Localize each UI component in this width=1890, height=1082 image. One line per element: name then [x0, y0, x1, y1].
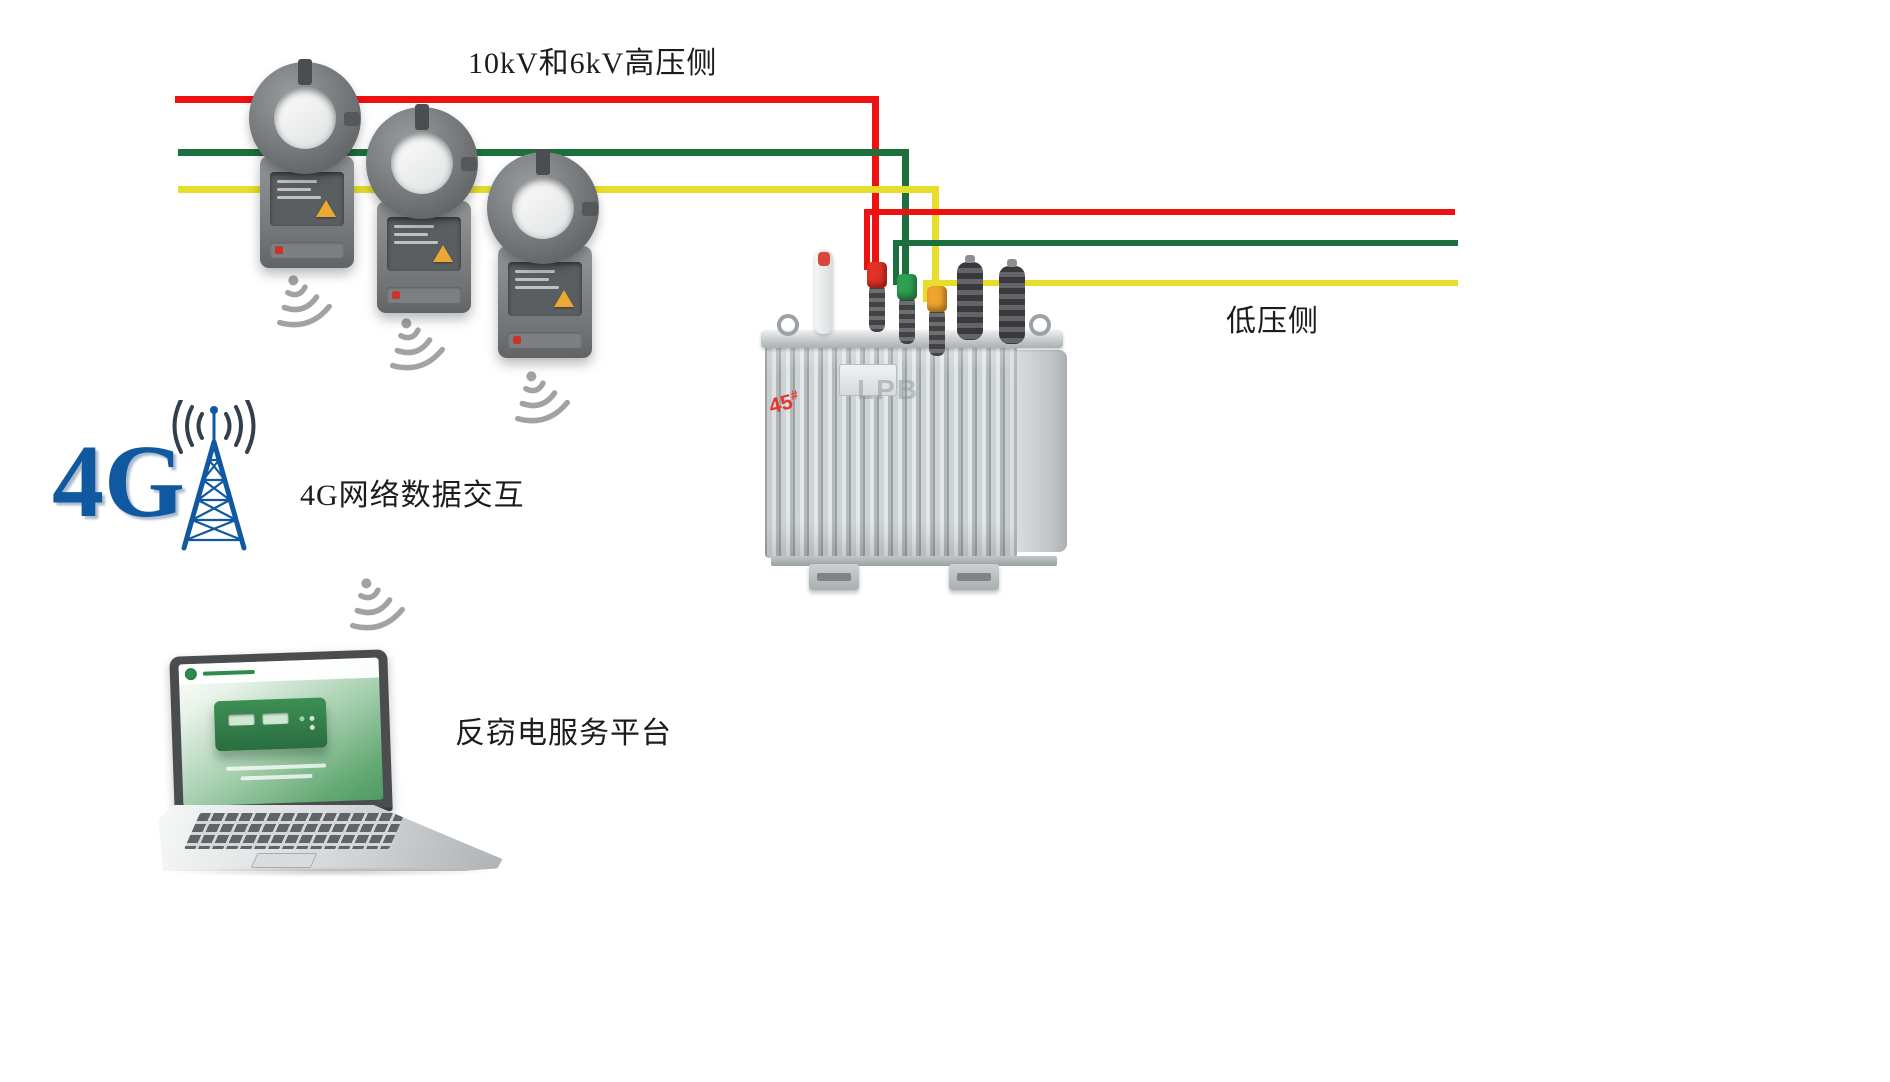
- screen-caption-line: [240, 773, 313, 781]
- breather-tube: [815, 250, 833, 334]
- transformer-side-panel: [1017, 350, 1067, 552]
- wifi-signal-icon: [276, 275, 332, 328]
- lv-wire-red-drop: [864, 209, 870, 270]
- laptop-keyboard: [184, 813, 406, 849]
- sensor-footer-label: [387, 287, 461, 303]
- sensor-footer-label: [508, 332, 582, 348]
- hv-wire-red-horizontal: [175, 96, 879, 103]
- clamp-sensor-3: [486, 149, 604, 360]
- wifi-signal-icon: [389, 318, 445, 371]
- lv-wire-green-drop: [893, 240, 899, 285]
- clamp-sensor-1: [248, 59, 366, 270]
- sensor-text-line: [394, 225, 434, 228]
- sensor-clamp-latch: [582, 202, 598, 216]
- bushing-stem: [869, 284, 885, 332]
- lv-wire-yellow-drop: [923, 280, 929, 302]
- laptop-base: [158, 805, 503, 871]
- sensor-body: [498, 246, 592, 358]
- breather-red-cap: [818, 252, 830, 266]
- lv-wire-red-horizontal: [864, 209, 1455, 215]
- sensor-text-line: [515, 270, 555, 273]
- lifting-lug-icon: [777, 314, 799, 336]
- sensor-text-line: [394, 233, 428, 236]
- network-4g-label: 4G网络数据交互: [300, 479, 525, 512]
- laptop-screen: [169, 649, 393, 819]
- lv-wire-green-horizontal: [893, 240, 1458, 246]
- transformer: 45# LPB: [753, 238, 1083, 598]
- sensor-text-line: [515, 278, 549, 281]
- transformer-nameplate: [839, 364, 897, 396]
- warning-triangle-icon: [554, 290, 574, 307]
- platform-label: 反窃电服务平台: [455, 717, 672, 750]
- bushing-cap-red: [867, 262, 887, 288]
- sensor-label-panel: [270, 172, 344, 226]
- device-display-window: [228, 713, 255, 726]
- hv-bushing: [957, 255, 983, 340]
- lv-bushing-yellow: [925, 286, 949, 358]
- lv-bushing-red: [865, 262, 889, 334]
- sensor-brand-dot: [513, 336, 521, 344]
- hv-side-label: 10kV和6kV高压侧: [468, 47, 718, 80]
- lv-side-label: 低压侧: [1226, 305, 1319, 338]
- watermark-text: LPB: [857, 374, 919, 405]
- screen-logo-icon: [184, 667, 198, 681]
- bushing-stem: [929, 308, 945, 356]
- sensor-body: [377, 201, 471, 313]
- screen-device-image: [213, 697, 328, 752]
- bushing-cap-yellow: [927, 286, 947, 312]
- sensor-text-line: [277, 188, 311, 191]
- transformer-base-rail: [771, 556, 1057, 566]
- bushing-stem: [899, 296, 915, 344]
- antenna-tower-icon: [172, 400, 256, 551]
- sensor-clamp-ring: [487, 149, 599, 264]
- hv-wire-red-drop: [872, 96, 879, 270]
- sensor-text-line: [277, 180, 317, 183]
- sensor-text-line: [394, 241, 438, 244]
- sensor-label-panel: [387, 217, 461, 271]
- sensor-clamp-latch: [344, 112, 360, 126]
- clamp-sensor-2: [365, 104, 483, 315]
- hv-bushing: [999, 259, 1025, 344]
- bushing-cap-green: [897, 274, 917, 300]
- transformer-foot: [949, 564, 999, 590]
- warning-triangle-icon: [316, 200, 336, 217]
- sensor-brand-dot: [392, 291, 400, 299]
- sensor-text-line: [277, 196, 321, 199]
- wifi-signal-icon: [349, 578, 405, 631]
- screen-header-bar: [178, 657, 380, 685]
- sensor-text-line: [515, 286, 559, 289]
- laptop-trackpad: [250, 853, 318, 868]
- transformer-foot: [809, 564, 859, 590]
- sensor-body: [260, 156, 354, 268]
- lv-wire-yellow-horizontal: [923, 280, 1458, 286]
- lifting-lug-icon: [1029, 314, 1051, 336]
- sensor-clamp-ring: [249, 59, 361, 174]
- sensor-footer-label: [270, 242, 344, 258]
- sensor-clamp-latch: [461, 157, 477, 171]
- warning-triangle-icon: [433, 245, 453, 262]
- sensor-clamp-ring: [366, 104, 478, 219]
- laptop-display: [178, 657, 384, 807]
- hv-wire-green-drop: [902, 149, 909, 281]
- screen-title-placeholder: [202, 669, 255, 676]
- screen-caption-line: [226, 763, 327, 771]
- logo-4g-text: 4G: [52, 424, 185, 539]
- sensor-brand-dot: [275, 246, 283, 254]
- device-display-window: [262, 712, 289, 725]
- sensor-label-panel: [508, 262, 582, 316]
- lv-bushing-green: [895, 274, 919, 346]
- wifi-signal-icon: [514, 371, 570, 424]
- laptop: [158, 645, 508, 877]
